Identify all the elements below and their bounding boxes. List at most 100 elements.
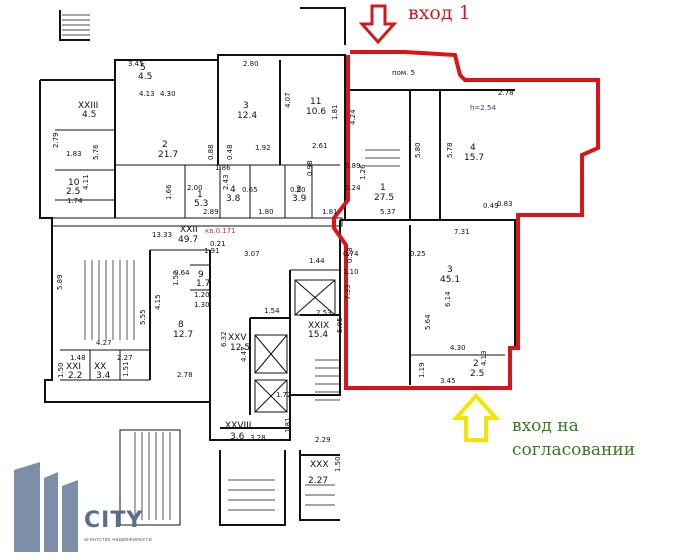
dimension-label: 7.31 bbox=[454, 228, 470, 236]
dimension-label: 5.78 bbox=[446, 142, 454, 158]
dimension-label: 0.24 bbox=[345, 184, 361, 192]
room-area: 15.7 bbox=[464, 153, 484, 163]
dimension-label: 5.64 bbox=[424, 314, 432, 330]
dimension-label: 0.58 bbox=[346, 247, 354, 263]
dimension-label: 1.50 bbox=[57, 362, 65, 378]
ceiling-height-label: h=2.54 bbox=[470, 104, 496, 112]
room-area: 2.5 bbox=[66, 187, 80, 197]
room-num: 4 bbox=[470, 143, 476, 153]
room-num: XXV bbox=[228, 333, 247, 343]
staircases bbox=[62, 14, 400, 526]
dimension-label: 1.74 bbox=[67, 197, 83, 205]
room-area: 12.4 bbox=[237, 111, 257, 121]
dimension-label: 13.33 bbox=[152, 231, 172, 239]
room-num: 5 bbox=[140, 63, 146, 73]
dimension-label: 2.53 bbox=[316, 309, 332, 317]
dimension-label: 3.07 bbox=[244, 250, 260, 258]
room-num: XXIII bbox=[78, 101, 98, 111]
room-num: 3 bbox=[243, 101, 249, 111]
dimension-label: 1.44 bbox=[309, 257, 325, 265]
dimension-label: 2.61 bbox=[312, 142, 328, 150]
dimension-label: 0.98 bbox=[306, 160, 314, 176]
dimension-label: 0.48 bbox=[226, 144, 234, 160]
dimension-label: 5.76 bbox=[92, 144, 100, 160]
dimension-label: 6.14 bbox=[444, 291, 452, 307]
room-area: 4.5 bbox=[82, 110, 96, 120]
dimension-label: 5.95 bbox=[336, 317, 344, 333]
room-area: 3.6 bbox=[230, 432, 245, 442]
dimension-label: 4.24 bbox=[349, 109, 357, 125]
room-num: 1 bbox=[380, 183, 386, 193]
dimension-label: 1.72 bbox=[276, 391, 292, 399]
dimension-label: 3.45 bbox=[440, 377, 456, 385]
room-area: 10.6 bbox=[306, 107, 326, 117]
dimension-label: 1.50 bbox=[334, 456, 342, 472]
dimension-label: 3.45 bbox=[128, 60, 144, 68]
dimension-label: 4.30 bbox=[450, 344, 466, 352]
dimension-label: 0.89 bbox=[345, 162, 361, 170]
dimension-label: 4.07 bbox=[284, 92, 292, 108]
dimension-label: 1.10 bbox=[343, 268, 359, 276]
dimension-label: 2.79 bbox=[52, 132, 60, 148]
room-num: 2 bbox=[473, 359, 479, 369]
dimension-label: 1.30 bbox=[194, 301, 210, 309]
dimension-label: 0.74 bbox=[343, 250, 359, 258]
dimension-label: 5.89 bbox=[56, 274, 64, 290]
room-area: 5.3 bbox=[194, 199, 208, 209]
dimension-label: 7.33 bbox=[344, 284, 352, 300]
dimension-label: 1.52 bbox=[172, 270, 180, 286]
dimension-label: 2.29 bbox=[315, 436, 331, 444]
dimension-label: 5.55 bbox=[139, 309, 147, 325]
dimension-label: 2.80 bbox=[243, 60, 259, 68]
room-num: 2 bbox=[162, 140, 168, 150]
dimension-label: 3.28 bbox=[250, 434, 266, 442]
room-area: 2.2 bbox=[68, 371, 82, 381]
dimension-label: 0.88 bbox=[207, 144, 215, 160]
dimension-label: 1.81 bbox=[331, 104, 339, 120]
dimension-label: 4.27 bbox=[96, 339, 112, 347]
dimension-label: 1.91 bbox=[204, 247, 220, 255]
room-num: 8 bbox=[178, 320, 184, 330]
dimension-label: 1.80 bbox=[258, 208, 274, 216]
dimension-label: 1.19 bbox=[418, 362, 426, 378]
dimension-label: 2.78 bbox=[177, 371, 193, 379]
room-area: 2.27 bbox=[308, 476, 328, 486]
logo-text: CITY bbox=[84, 508, 144, 533]
elevation-mark: кв.0.171 bbox=[205, 227, 236, 235]
dimension-label: 4.47 bbox=[240, 346, 248, 362]
room-num: 9 bbox=[198, 270, 204, 280]
highlighted-premises-outline bbox=[332, 50, 600, 390]
dimension-label: 2.43 bbox=[222, 174, 230, 190]
dimension-label: 1.86 bbox=[215, 164, 231, 172]
dimension-label: 4.11 bbox=[82, 174, 90, 190]
room-area: 2.5 bbox=[470, 369, 484, 379]
dimension-label: 2.89 bbox=[203, 208, 219, 216]
dimension-label: 1.48 bbox=[70, 354, 86, 362]
room-area: 1.7 bbox=[196, 279, 210, 289]
room-num: 3 bbox=[447, 265, 453, 275]
agency-logo-icon bbox=[14, 462, 78, 552]
dimension-label: 5.37 bbox=[380, 208, 396, 216]
entrance-2-label: вход на согласовании bbox=[512, 414, 635, 462]
room-area: 49.7 bbox=[178, 235, 198, 245]
dimension-labels: 3.45 4.13 4.30 2.80 4.07 2.61 1.81 4.24 5.80 2.78… bbox=[52, 60, 514, 472]
dimension-label: 4.30 bbox=[160, 90, 176, 98]
room-num: 11 bbox=[310, 97, 321, 107]
dimension-label: 5.80 bbox=[414, 142, 422, 158]
dimension-label: 1.81 bbox=[284, 417, 292, 433]
room-num: 10 bbox=[68, 178, 80, 188]
logo-subtitle: агентство недвижимости bbox=[84, 537, 152, 543]
entrance-1-label: вход 1 bbox=[408, 2, 471, 24]
dimension-label: 4.13 bbox=[139, 90, 155, 98]
entrance-2-label-line2: согласовании bbox=[512, 440, 636, 460]
dimension-label: 0.25 bbox=[410, 250, 426, 258]
dimension-label: 0.49 bbox=[483, 202, 499, 210]
dimension-label: 1.54 bbox=[264, 307, 280, 315]
dimension-label: 1.20 bbox=[194, 291, 210, 299]
dimension-label: 2.00 bbox=[187, 184, 203, 192]
room-labels: 5 4.5 3 12.4 11 10.6 XXIII 4.5 2 21.7 10… bbox=[66, 63, 484, 486]
room-num: XXI bbox=[66, 362, 81, 372]
dimension-label: 6.32 bbox=[220, 331, 228, 347]
dimension-label: 1.66 bbox=[165, 184, 173, 200]
